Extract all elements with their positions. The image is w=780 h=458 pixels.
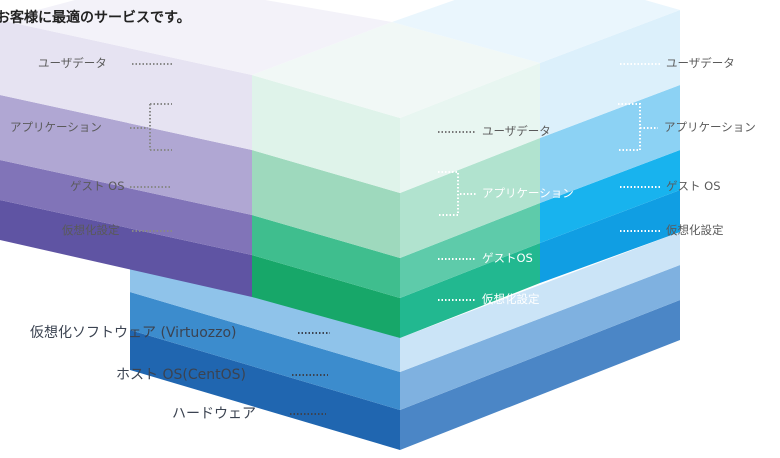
page-heading: お客様に最適のサービスです。 [0,10,191,26]
green-virtualization-band-right [400,243,540,338]
host-os-layer-label: ホスト OS(CentOS) [116,367,246,383]
virtuozzo-layer-right [400,232,680,372]
purple-application-band [0,95,252,215]
purple-top-face [0,0,392,75]
center-application-label: アプリケーション [482,186,574,200]
green-virtualization-band [252,255,400,338]
left-leaders [130,63,172,232]
center-virtualization-label: 仮想化設定 [482,292,540,306]
green-application-band-right [400,138,540,258]
green-user-data-band [252,75,400,193]
virtuozzo-layer-label: 仮想化ソフトウェア (Virtuozzo) [30,325,237,341]
sky-column [392,0,680,283]
host-os-layer-left [130,292,400,410]
right-virtualization-label: 仮想化設定 [666,223,724,237]
sky-user-data-band [540,10,680,138]
green-user-data-band-right [400,63,540,193]
host-os-layer-right [400,265,680,410]
virtuozzo-layer-left [130,258,400,372]
sky-application-band [540,85,680,203]
base-layers [130,232,680,450]
hardware-layer-right [400,300,680,450]
purple-guest-os-band [0,160,252,255]
center-user-data-label: ユーザデータ [482,124,551,138]
sky-virtualization-band [540,190,680,283]
right-guest-os-label: ゲスト OS [666,179,721,193]
right-application-label: アプリケーション [664,120,756,134]
center-leaders-lower [438,171,476,301]
hardware-layer-left [130,330,400,450]
green-top-face [252,22,540,118]
green-guest-os-band-right [400,203,540,298]
hardware-layer-label: ハードウェア [172,406,256,422]
base-leaders [290,332,330,415]
left-virtualization-label: 仮想化設定 [62,223,120,237]
sky-guest-os-band [540,150,680,243]
green-application-band [252,150,400,258]
left-guest-os-label: ゲスト OS [70,179,125,193]
green-column [252,22,540,338]
sky-top-face [392,0,680,63]
right-user-data-label: ユーザデータ [666,56,735,70]
center-guest-os-label: ゲストOS [482,251,533,265]
left-user-data-label: ユーザデータ [38,56,107,70]
left-application-label: アプリケーション [10,120,102,134]
purple-virtualization-band [0,200,252,297]
purple-user-data-band [0,20,252,150]
green-guest-os-band [252,215,400,298]
right-leaders [618,63,660,232]
purple-column [0,20,252,297]
